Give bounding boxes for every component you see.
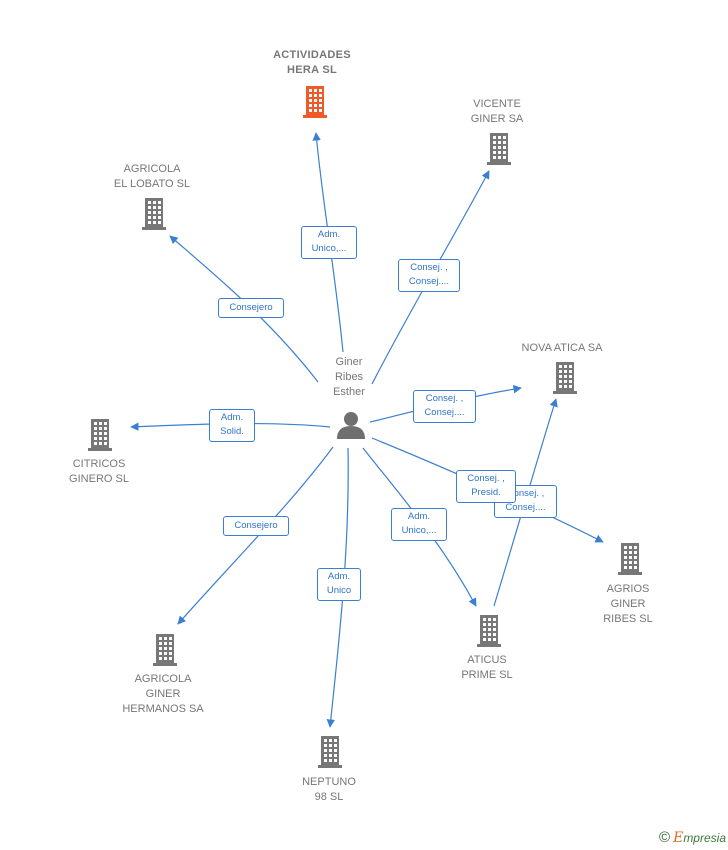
edge-label-line: Consej. , xyxy=(467,473,505,484)
company-name-agricola-giner[interactable]: AGRICOLA GINER HERMANOS SA xyxy=(122,673,204,715)
edge-label-e-hera[interactable]: Adm. Unico,... xyxy=(301,226,357,259)
edge-label-e-lobato[interactable]: Consejero xyxy=(218,298,284,318)
company-name-vicente-giner[interactable]: VICENTE GINER SA xyxy=(470,98,524,125)
company-name-citricos-ginero[interactable]: CITRICOS GINERO SL xyxy=(69,458,129,485)
building-icon-actividades-hera[interactable] xyxy=(303,86,327,118)
icons-layer xyxy=(88,86,642,768)
edge-label-line: Consej.... xyxy=(505,502,546,513)
building-icon-citricos-ginero[interactable] xyxy=(88,419,112,451)
edge-label-line: Consej. , xyxy=(425,393,464,404)
brand-name: mpresia xyxy=(683,831,726,845)
edge-label-e-aticus[interactable]: Adm. Unico,... xyxy=(391,508,447,541)
watermark: ©Empresia xyxy=(659,829,726,846)
building-icon-agricola-giner[interactable] xyxy=(153,634,177,666)
company-name-actividades-hera[interactable]: ACTIVIDADES HERA SL xyxy=(273,49,351,76)
edge-label-line: Consej. , xyxy=(506,488,545,499)
brand-initial: E xyxy=(673,830,684,846)
center-person-name[interactable]: Giner Ribes Esther xyxy=(333,356,365,398)
company-name-agricola-lobato[interactable]: AGRICOLA EL LOBATO SL xyxy=(113,163,191,190)
edge-label-e-citricos[interactable]: Adm. Solid. xyxy=(209,409,255,442)
edge-label-line: Unico,... xyxy=(401,525,437,536)
copyright-icon: © xyxy=(659,829,671,846)
building-icon-vicente-giner[interactable] xyxy=(487,133,511,165)
building-icon-agrios-giner[interactable] xyxy=(618,543,642,575)
company-name-atricus-prime[interactable]: ATICUS PRIME SL xyxy=(461,654,513,681)
edge-label-line: Consejero xyxy=(229,302,273,313)
edge-label-e-agrios[interactable]: Consej. , Presid. xyxy=(456,470,516,503)
company-name-agrios-giner[interactable]: AGRIOS GINER RIBES SL xyxy=(603,583,653,625)
edge-label-line: Consejero xyxy=(234,520,278,531)
person-icon[interactable] xyxy=(337,412,365,439)
edge-label-line: Solid. xyxy=(220,426,244,437)
company-name-nova-atica[interactable]: NOVA ATICA SA xyxy=(521,342,603,354)
edge-label-line: Adm. xyxy=(407,511,431,522)
edge-label-e-neptuno[interactable]: Adm. Unico xyxy=(317,568,361,601)
edge-label-line: Consej. , xyxy=(410,262,448,273)
building-icon-neptuno[interactable] xyxy=(318,736,342,768)
building-icon-nova-atica[interactable] xyxy=(553,362,577,394)
edge-label-line: Unico xyxy=(326,585,352,596)
edges-layer xyxy=(130,132,604,728)
edge-label-line: Unico,... xyxy=(311,243,347,254)
edge-label-line: Consej.... xyxy=(424,407,465,418)
building-icon-agricola-lobato[interactable] xyxy=(142,198,166,230)
edge-label-line: Adm. xyxy=(220,412,244,423)
edge-label-e-nova[interactable]: Consej. , Consej.... xyxy=(413,390,476,423)
edge-label-line: Adm. xyxy=(317,229,341,240)
edge-label-e-vicente[interactable]: Consej. , Consej.... xyxy=(398,259,460,292)
edge-label-line: Presid. xyxy=(471,487,501,498)
building-icon-atricus-prime[interactable] xyxy=(477,615,501,647)
edge-label-line: Consej.... xyxy=(408,276,450,287)
edge-label-line: Adm. xyxy=(327,571,351,582)
edge-label-e-agricola-giner[interactable]: Consejero xyxy=(223,516,289,536)
company-name-neptuno[interactable]: NEPTUNO 98 SL xyxy=(302,776,356,803)
